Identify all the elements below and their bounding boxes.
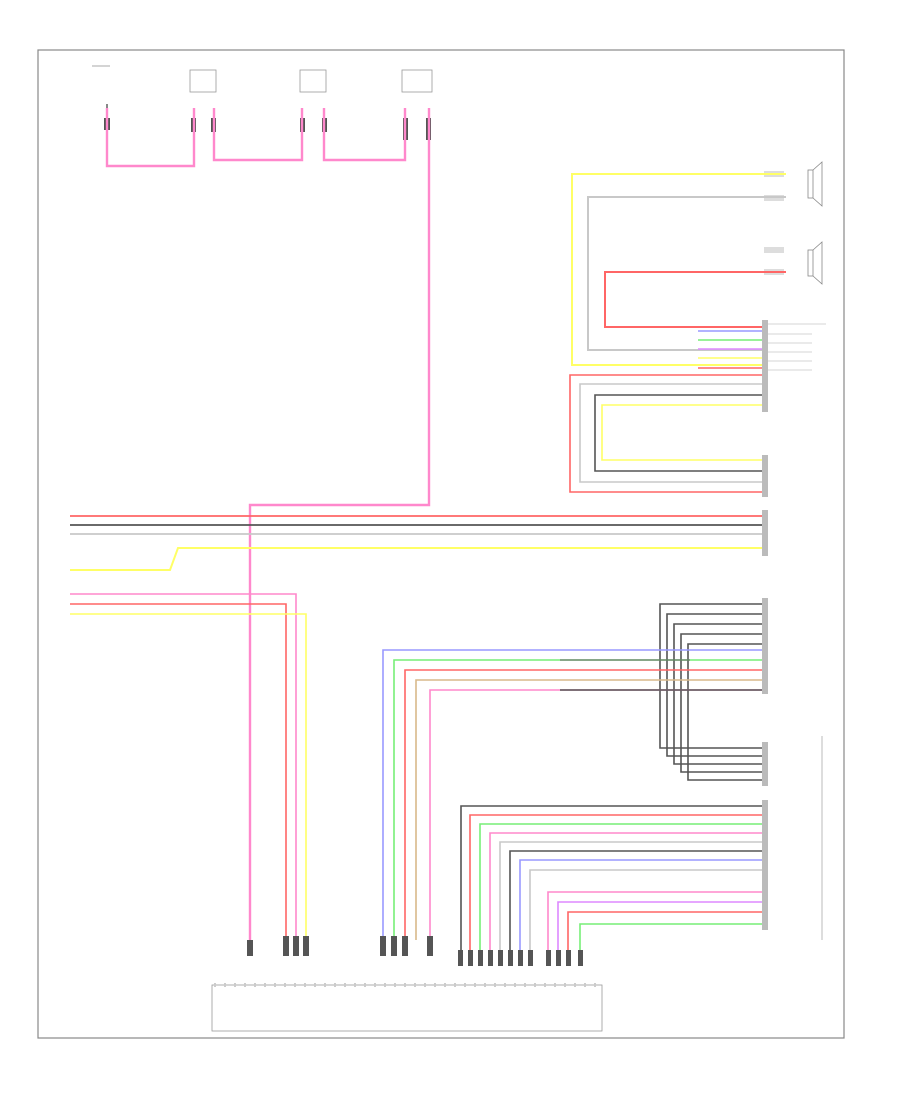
amp-connector-upper xyxy=(762,320,768,412)
top-pink-wires xyxy=(105,108,431,940)
speaker-icon xyxy=(807,241,823,285)
bottom-right-block xyxy=(460,736,823,955)
main-bus xyxy=(70,510,768,571)
right-speakers xyxy=(569,161,826,497)
amp-connector-bus xyxy=(762,510,768,556)
amp-connector-lower-2 xyxy=(762,742,768,786)
amp-connector-middle xyxy=(762,455,768,497)
bottom-module xyxy=(211,936,603,1032)
speaker-icon xyxy=(807,161,823,207)
top-component-4 xyxy=(401,69,433,140)
amp-connector-lower xyxy=(762,598,768,694)
lower-harness xyxy=(382,598,768,940)
display-connector xyxy=(762,800,768,930)
left-lower-wires xyxy=(70,593,307,940)
diagram-frame xyxy=(37,49,845,1039)
radio-module-box xyxy=(211,984,603,1032)
top-components xyxy=(92,65,433,940)
